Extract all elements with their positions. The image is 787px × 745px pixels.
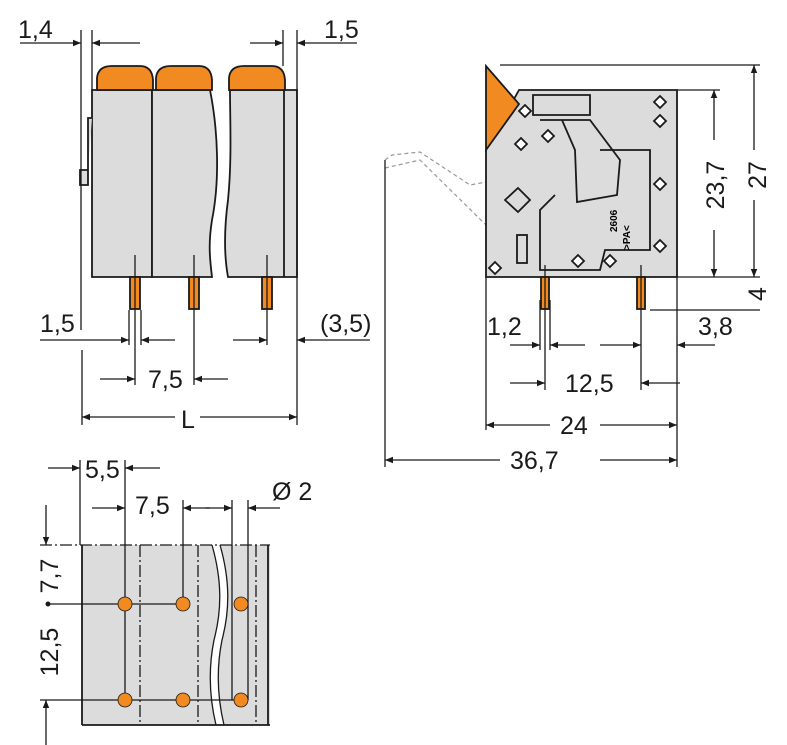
dim-top: 7,7 xyxy=(36,559,64,594)
hole xyxy=(233,596,249,612)
dim-pin-offset: 1,2 xyxy=(487,313,522,341)
dim-right-offset: 1,5 xyxy=(324,16,359,44)
solder-pins xyxy=(129,276,273,310)
dim-pitch: 7,5 xyxy=(148,366,183,394)
side-housing xyxy=(485,89,678,278)
hole xyxy=(233,692,249,708)
orange-actuators xyxy=(96,65,286,91)
internal-contours xyxy=(503,94,651,271)
dim-height-body: 23,7 xyxy=(702,161,730,210)
hole xyxy=(175,596,191,612)
dim-edge: 5,5 xyxy=(85,456,120,484)
dim-depth: 24 xyxy=(560,412,588,440)
diamond-marks xyxy=(487,94,668,276)
dim-hole: Ø 2 xyxy=(272,478,312,506)
dim-length: L xyxy=(181,406,195,434)
part-marking: 2606 xyxy=(609,209,620,232)
side-actuator xyxy=(485,63,521,153)
dim-pitch: 7,5 xyxy=(135,492,170,520)
actuator-3 xyxy=(228,65,286,91)
dim-row-spacing: 12,5 xyxy=(36,628,64,677)
dimension-lines xyxy=(20,30,370,425)
actuator-2 xyxy=(155,65,213,91)
dim-pin-spacing: 12,5 xyxy=(565,370,614,398)
hole xyxy=(117,692,133,708)
housing xyxy=(79,89,298,278)
pin-holes xyxy=(117,596,249,708)
dim-pin-right: (3,5) xyxy=(320,310,371,338)
hole xyxy=(117,596,133,612)
side-dimension-lines xyxy=(384,64,760,467)
part-marking-pa: >PA< xyxy=(622,225,633,250)
hole xyxy=(175,692,191,708)
dim-height-total: 27 xyxy=(744,161,772,189)
dim-pin-left: 1,5 xyxy=(40,310,75,338)
dim-depth-total: 36,7 xyxy=(510,447,559,475)
actuator-1 xyxy=(96,65,154,91)
pcb-footprint: 5,5 7,5 Ø 2 7,7 12,5 xyxy=(36,456,312,745)
dim-pin-length: 4 xyxy=(744,287,772,301)
front-view: 1,4 1,5 1,5 (3,5) 7,5 L xyxy=(18,16,371,434)
side-view: 2606 >PA< 23,7 27 4 xyxy=(384,63,772,475)
lever-open-outline xyxy=(384,151,487,226)
dim-pin-right: 3,8 xyxy=(698,313,733,341)
dim-left-offset: 1,4 xyxy=(18,16,53,44)
